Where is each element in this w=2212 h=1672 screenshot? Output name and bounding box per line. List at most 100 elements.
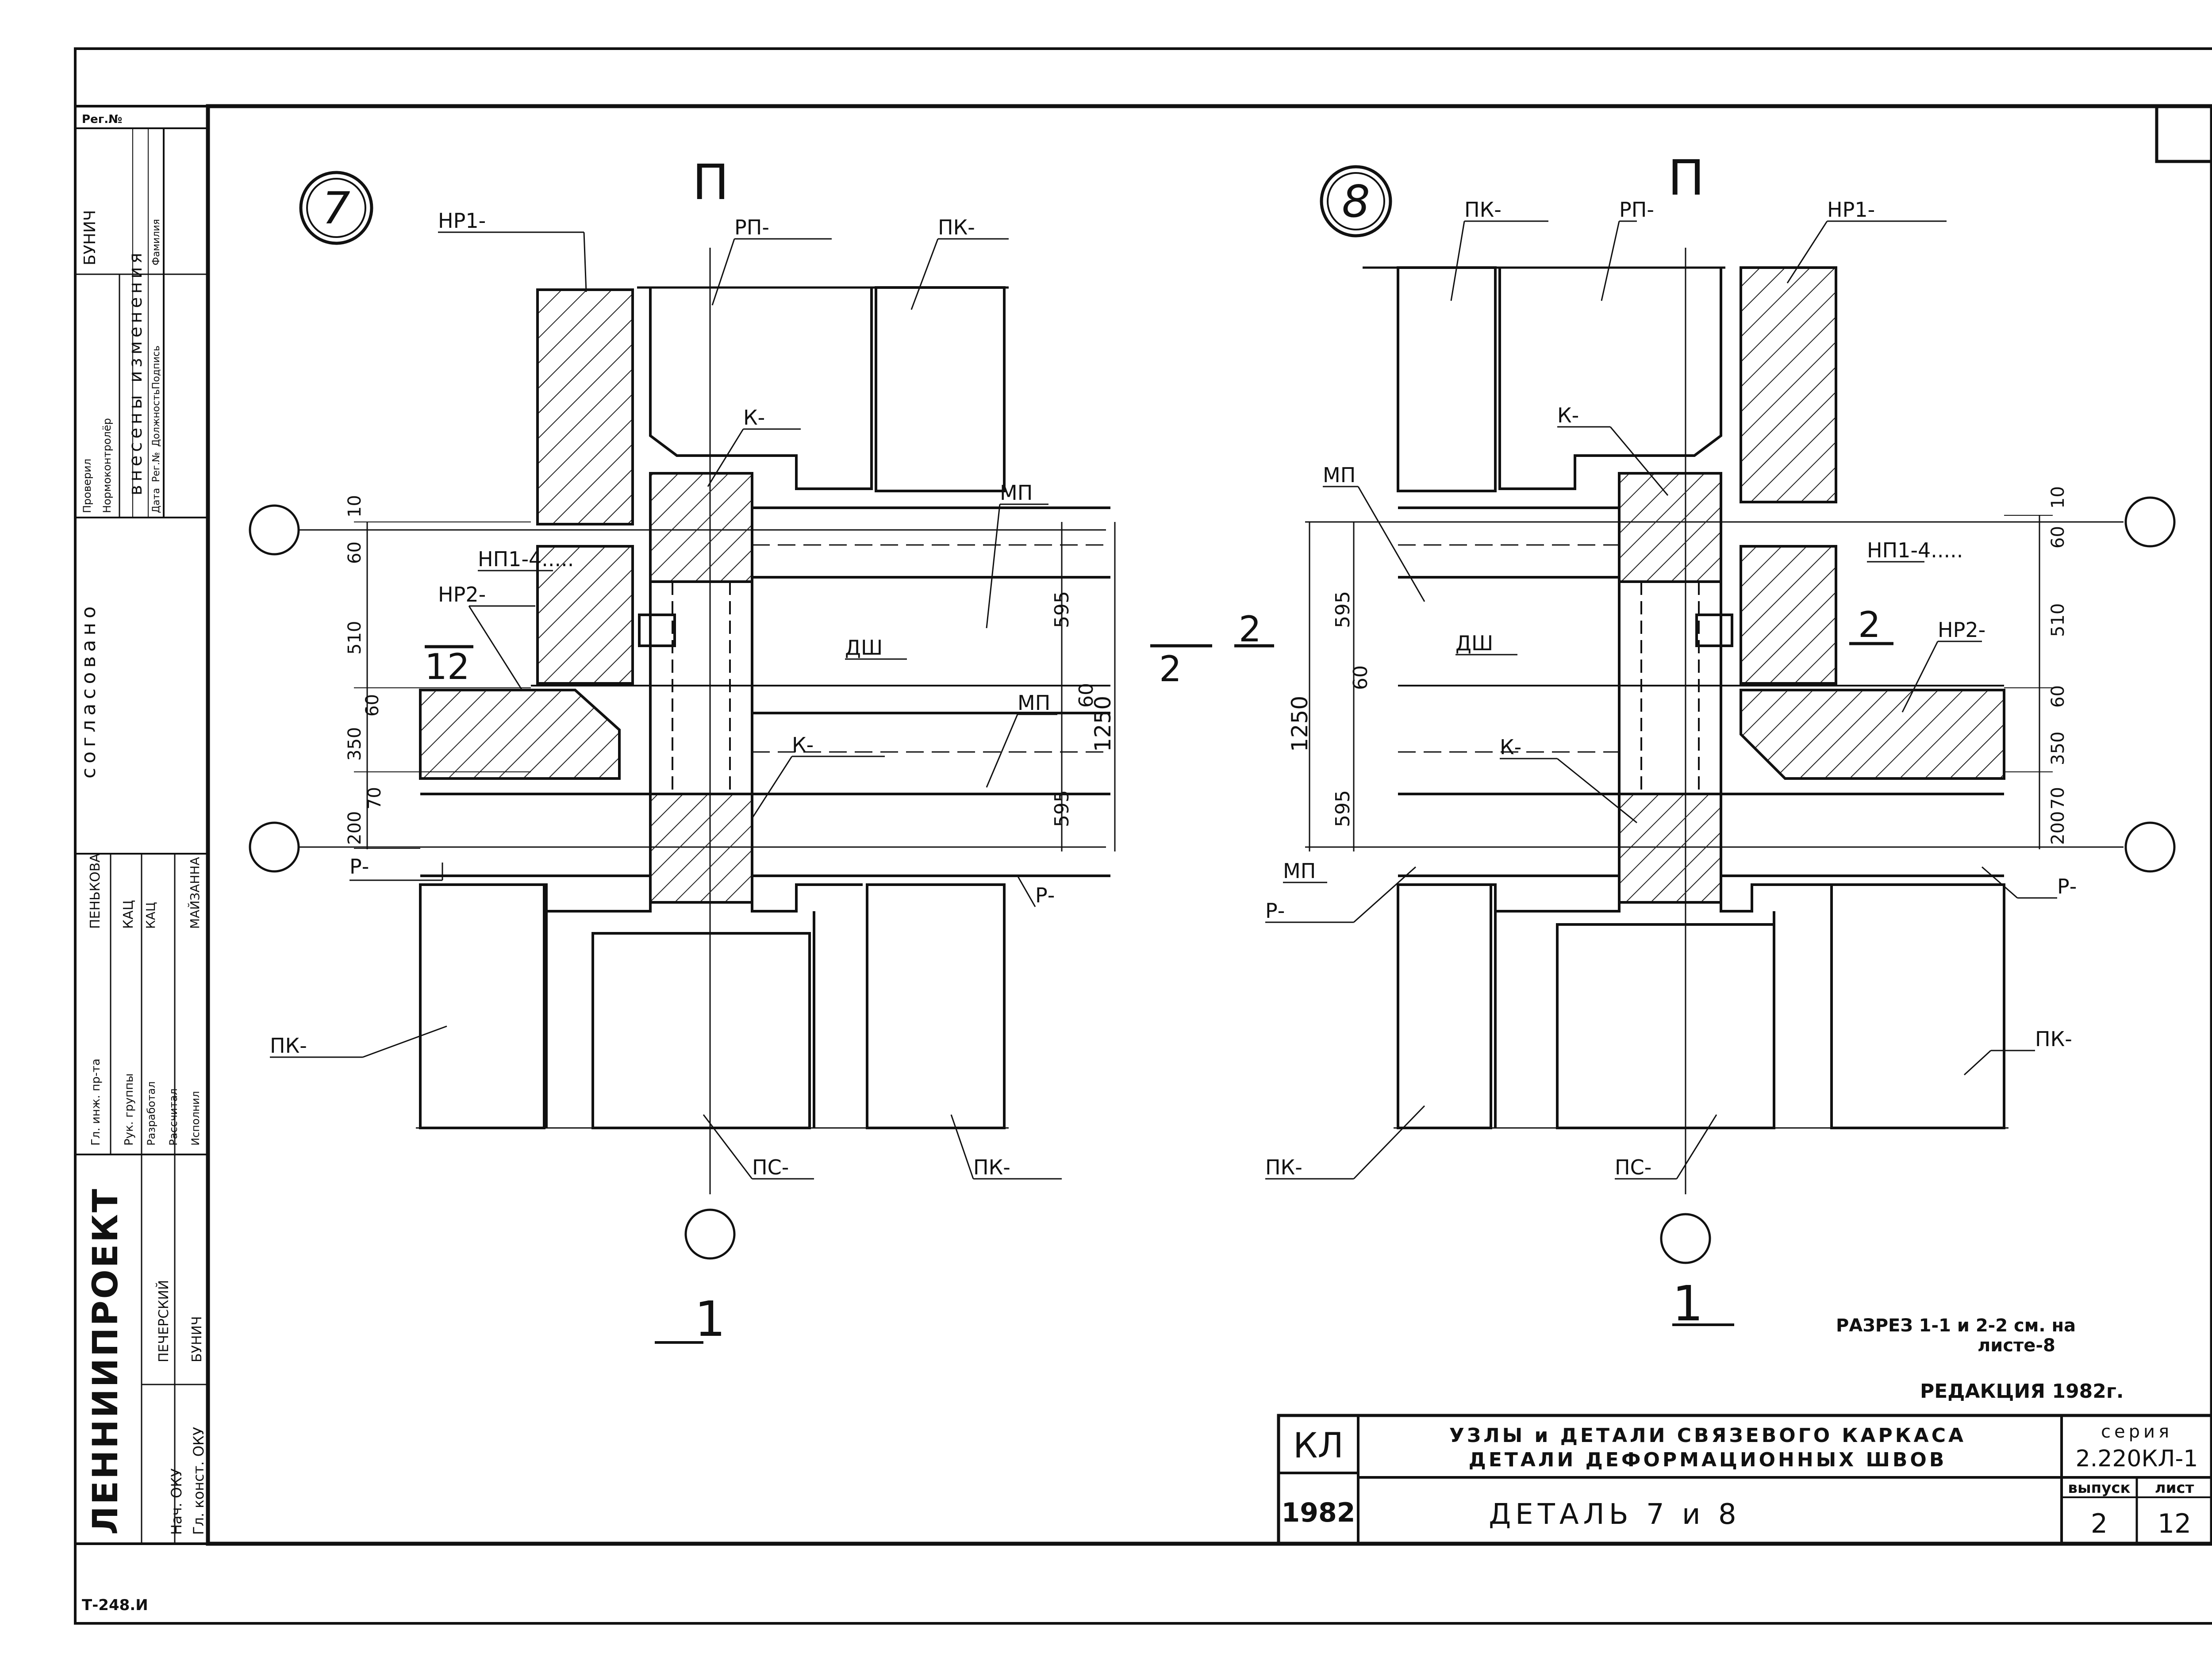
role-label: Разработал bbox=[145, 1081, 157, 1146]
reg-no-label: Рег.№ bbox=[82, 113, 122, 126]
label-mp: МП bbox=[1323, 463, 1356, 487]
stamp-code: Т-248.И bbox=[82, 1596, 148, 1614]
label-pk-left: ПК- bbox=[1265, 1155, 1302, 1179]
dim-label: 1250 bbox=[1287, 696, 1313, 752]
axis-top-label: П bbox=[1668, 150, 1705, 206]
detail-number-circle bbox=[299, 171, 373, 245]
label-pk-top: ПК- bbox=[1464, 198, 1502, 222]
wall-panel-hp2 bbox=[419, 689, 621, 780]
detail-number: 7 bbox=[322, 182, 350, 234]
dim-label: 510 bbox=[345, 621, 365, 655]
dim-label: 10 bbox=[345, 495, 365, 518]
section-marker-left: 2 bbox=[1239, 609, 1261, 650]
role-name: КАЦ bbox=[143, 902, 158, 929]
detail-number-circle bbox=[1320, 165, 1392, 238]
changes-col-surname: Фамилия bbox=[151, 219, 162, 265]
title-block: КЛ 1982 УЗЛЫ и ДЕТАЛИ СВЯЗЕВОГО КАРКАСА … bbox=[1277, 1414, 2212, 1545]
wall-panel-hp2 bbox=[1740, 689, 2005, 780]
dept-roles: Нач. ОКУ ПЕЧЕРСКИЙ Гл. конст. ОКУ БУНИЧ bbox=[156, 1280, 207, 1535]
detail-name: ДЕТАЛЬ 7 и 8 bbox=[1489, 1498, 1740, 1531]
column-k bbox=[1618, 472, 1722, 583]
detail-7: 7 П 1 bbox=[249, 154, 1212, 1347]
dim-label: 510 bbox=[2048, 603, 2068, 637]
role-name: МАЙЗАННА bbox=[187, 857, 202, 929]
wall-panel-np bbox=[536, 545, 634, 685]
changes-col-date: Дата bbox=[151, 488, 162, 513]
role-label: Гл. инж. пр-та bbox=[89, 1058, 103, 1146]
dim-label: 60 bbox=[345, 541, 365, 564]
dim-label: 60 bbox=[1349, 665, 1372, 690]
label-r-left: Р- bbox=[1265, 899, 1285, 923]
dim-label: 60 bbox=[2048, 685, 2068, 708]
checker-name: БУНИЧ bbox=[81, 210, 99, 265]
detail-number: 8 bbox=[1342, 176, 1370, 227]
role-name: КАЦ bbox=[121, 900, 136, 929]
dim-label: 60 bbox=[362, 694, 383, 717]
label-r: Р- bbox=[349, 855, 369, 878]
label-np14: НП1-4..... bbox=[1867, 538, 1963, 562]
role-label: Рассчитал bbox=[167, 1089, 180, 1146]
label-hp2: НР2- bbox=[1938, 618, 1985, 642]
dim-label: 70 bbox=[365, 787, 385, 809]
note-line1: РАЗРЕЗ 1-1 и 2-2 см. на bbox=[1836, 1315, 2076, 1336]
axis-marker-bottom bbox=[684, 1208, 736, 1260]
label-dsh: ДШ bbox=[845, 636, 883, 660]
series-label: серия bbox=[2101, 1422, 2173, 1442]
changes-title: внесены изменения bbox=[126, 249, 146, 495]
corner-box bbox=[2155, 104, 2212, 163]
label-k-top: К- bbox=[1557, 403, 1579, 427]
column-k bbox=[649, 472, 753, 583]
section-marker-right: 2 bbox=[1159, 648, 1182, 690]
wall-panel-hp1 bbox=[1740, 266, 1837, 503]
axis-marker bbox=[2124, 496, 2176, 548]
column-k bbox=[649, 793, 753, 904]
wall-panel-np bbox=[1740, 545, 1837, 685]
section-arrow-label: 1 bbox=[425, 646, 447, 687]
label-pk-right: ПК- bbox=[2035, 1027, 2072, 1051]
sheet-value: 12 bbox=[2158, 1508, 2191, 1539]
axis-bottom-label: 1 bbox=[1672, 1275, 1703, 1332]
dim-label: 595 bbox=[1332, 591, 1354, 628]
label-rp: РП- bbox=[1619, 198, 1654, 222]
dim-label: 200 bbox=[345, 811, 365, 845]
axis-marker bbox=[249, 504, 300, 556]
axis-top-label: П bbox=[692, 154, 729, 211]
sheet-label: лист bbox=[2155, 1479, 2194, 1497]
dim-label: 200 bbox=[2048, 811, 2068, 845]
dim-label: 60 bbox=[2048, 526, 2068, 548]
label-pk-left: ПК- bbox=[270, 1034, 307, 1058]
label-k-bot: К- bbox=[792, 733, 814, 757]
notes: РАЗРЕЗ 1-1 и 2-2 см. на листе-8 РЕДАКЦИЯ… bbox=[1836, 1315, 2124, 1403]
section-marker-right: 2 bbox=[1858, 604, 1881, 645]
axis-bottom-label: 1 bbox=[695, 1291, 726, 1347]
edition-note: РЕДАКЦИЯ 1982г. bbox=[1920, 1380, 2124, 1403]
role-label: Исполнил bbox=[189, 1091, 202, 1146]
dept-role-label: Нач. ОКУ bbox=[168, 1469, 185, 1535]
title-line1: УЗЛЫ и ДЕТАЛИ СВЯЗЕВОГО КАРКАСА bbox=[1449, 1424, 1966, 1447]
dim-label: 595 bbox=[1332, 790, 1354, 827]
section-number: 2 bbox=[447, 646, 470, 687]
dept-role-label: Гл. конст. ОКУ bbox=[190, 1427, 207, 1535]
label-mp-bot: МП bbox=[1283, 859, 1316, 883]
label-ps: ПС- bbox=[1615, 1155, 1651, 1179]
dim-label: 1250 bbox=[1090, 696, 1116, 752]
dim-label: 70 bbox=[2048, 787, 2068, 809]
checked-label: Проверил bbox=[81, 459, 93, 513]
approvals-title: согласовано bbox=[77, 602, 100, 778]
label-dsh: ДШ bbox=[1455, 631, 1493, 655]
changes-col-reg: Рег.№ bbox=[151, 452, 162, 482]
changes-col-position: Должность bbox=[151, 389, 162, 447]
column-k bbox=[1618, 793, 1722, 904]
role-name: ПЕНЬКОВА bbox=[88, 853, 103, 929]
dept-role-name: БУНИЧ bbox=[189, 1316, 205, 1362]
label-mp-top: МП bbox=[1000, 481, 1033, 505]
label-np14: НП1-4..... bbox=[478, 547, 574, 571]
role-label: Рук. группы bbox=[123, 1074, 136, 1146]
note-line2: листе-8 bbox=[1978, 1335, 2055, 1356]
axis-marker bbox=[249, 821, 300, 873]
kl-code: КЛ bbox=[1293, 1426, 1344, 1466]
outer-frame bbox=[74, 47, 2212, 1625]
labels: НР1- РП- ПК- К- МП НП1-4..... НР2- ДШ МП… bbox=[270, 209, 1055, 1179]
label-pk-top: ПК- bbox=[938, 215, 975, 239]
dim-label: 350 bbox=[345, 727, 365, 761]
